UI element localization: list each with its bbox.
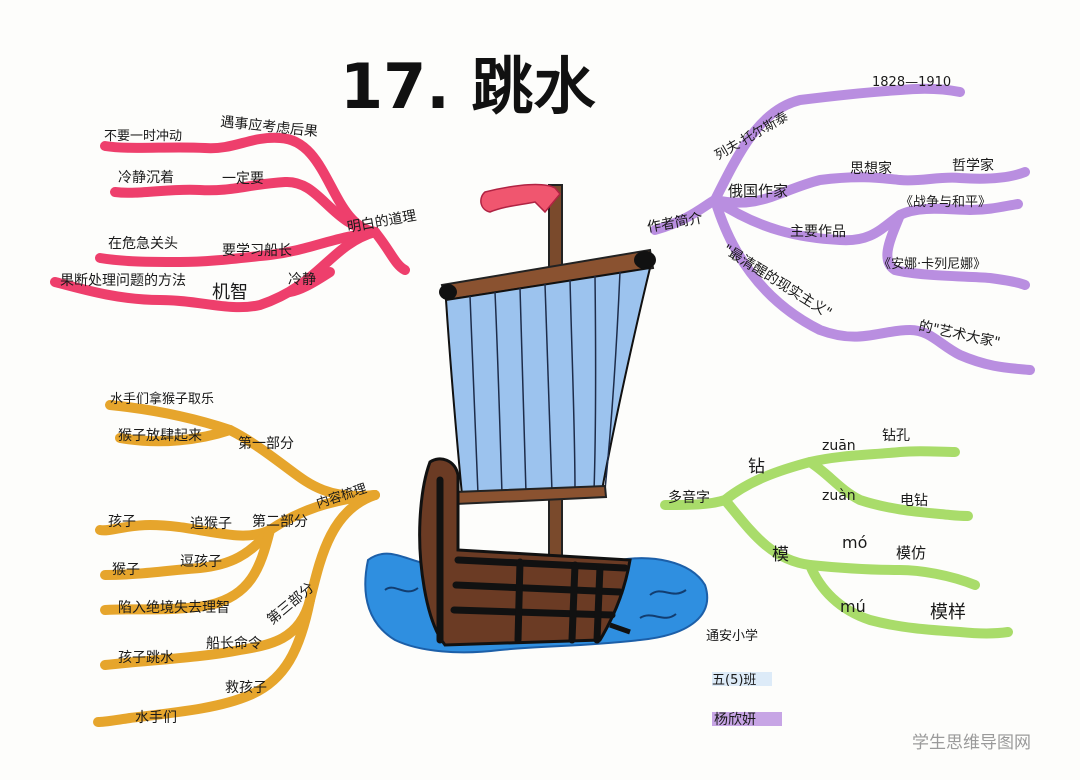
- branch-item: 果断处理问题的方法: [60, 273, 186, 289]
- branch-item: zuàn: [822, 488, 856, 504]
- author-name: 杨欣妍: [714, 712, 756, 728]
- branch-item: 列夫·托尔斯泰: [713, 109, 792, 163]
- branch-item: mó: [842, 533, 867, 552]
- branch-item: 救孩子: [225, 680, 267, 696]
- branch-root-label: 多音字: [668, 489, 710, 506]
- branch-item: 的"艺术大家": [917, 317, 1002, 351]
- branch-item: 第一部分: [238, 435, 294, 452]
- branch-item: 模样: [930, 602, 966, 623]
- branch-item: 在危急关头: [108, 236, 178, 252]
- branch-item: 冷静沉着: [118, 170, 174, 186]
- branch-item: 陷入绝境失去理智: [118, 600, 230, 616]
- branch-item: zuān: [822, 438, 856, 454]
- flag: [480, 183, 561, 214]
- branch-item: 一定要: [222, 171, 264, 187]
- branch-item: "最清醒的现实主义": [720, 242, 834, 322]
- page-title: 17. 跳水: [340, 50, 596, 123]
- branch-root-label: 作者简介: [646, 209, 704, 235]
- branch-item: 船长命令: [206, 635, 262, 652]
- branch-item: 追猴子: [190, 516, 232, 532]
- branch-item: mú: [840, 597, 866, 616]
- signature-block: 通安小学 五(5)班 杨欣妍: [706, 628, 782, 728]
- branch-item: 钻: [748, 457, 765, 477]
- branch-item: 水手们拿猴子取乐: [110, 391, 214, 407]
- branch-item: 冷静: [288, 272, 316, 288]
- branch-item: 孩子: [108, 514, 136, 530]
- watermark: 学生思维导图网: [912, 733, 1031, 753]
- branch-root-label: 明白的道理: [346, 208, 418, 236]
- class-name: 五(5)班: [712, 673, 756, 688]
- branch-lesson-learned: [50, 132, 410, 313]
- branch-content-outline: [93, 400, 380, 727]
- branch-item: 思想家: [850, 160, 892, 177]
- sailboat-illustration: [364, 183, 709, 654]
- hull: [418, 457, 632, 647]
- branch-item: 猴子: [112, 562, 140, 578]
- branch-item: 1828—1910: [872, 75, 951, 90]
- school-name: 通安小学: [706, 628, 758, 644]
- branch-item: 孩子跳水: [118, 650, 174, 666]
- branch-item: 要学习船长: [222, 243, 292, 259]
- branch-item: 逗孩子: [180, 554, 222, 570]
- branch-item: 电钻: [900, 493, 928, 509]
- branch-item: 主要作品: [790, 224, 846, 240]
- branch-item: 《安娜·卡列尼娜》: [878, 257, 986, 272]
- branch-item: 第二部分: [252, 513, 308, 530]
- branch-item: 《战争与和平》: [900, 195, 991, 210]
- branch-item: 钻孔: [882, 428, 910, 444]
- branch-polyphones: [660, 446, 1013, 639]
- branch-item: 猴子放肆起来: [118, 428, 202, 444]
- branch-item: 俄国作家: [728, 182, 788, 200]
- branch-item: 水手们: [135, 710, 177, 726]
- branch-item: 模仿: [896, 544, 926, 562]
- branch-item: 模: [772, 545, 789, 565]
- branch-item: 哲学家: [952, 157, 994, 174]
- branch-author-intro: [650, 83, 1035, 375]
- branch-item: 机智: [212, 282, 248, 303]
- branch-item: 不要一时冲动: [104, 129, 182, 144]
